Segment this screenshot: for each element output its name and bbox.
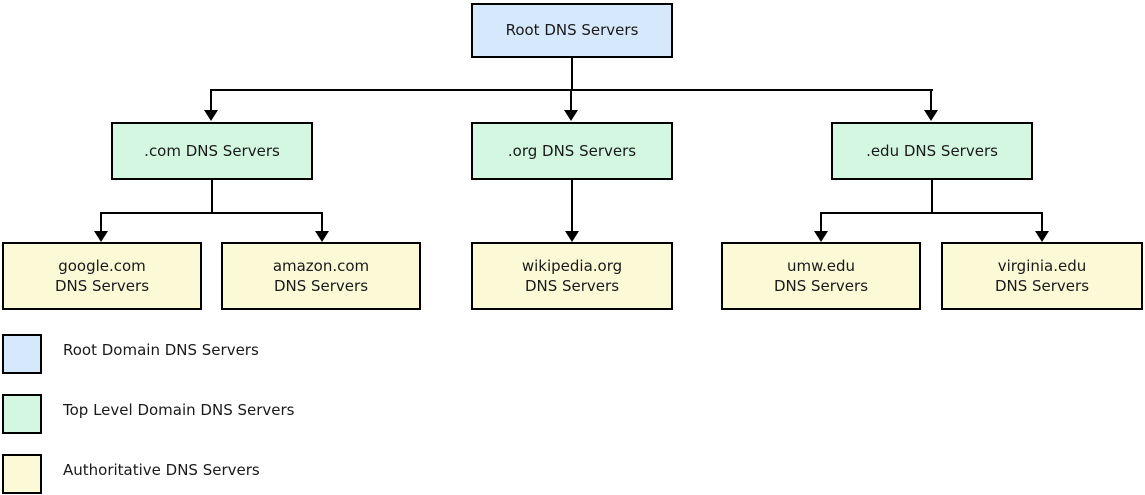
node-google-com-dns-servers[interactable]: google.com DNS Servers [2, 242, 202, 310]
legend-label-authoritative: Authoritative DNS Servers [63, 461, 260, 479]
arrowhead-edu-to-virginia [1035, 231, 1049, 242]
edge-root-stem [571, 58, 573, 89]
legend-swatch-authoritative [2, 454, 42, 494]
edge-edu-stem [931, 180, 933, 213]
edge-root-to-com [210, 89, 212, 111]
edge-root-to-org [570, 89, 572, 111]
edge-com-to-google [100, 212, 102, 232]
edge-root-bus [211, 89, 933, 91]
edge-edu-to-virginia [1041, 212, 1043, 232]
edge-edu-bus [821, 212, 1043, 214]
edge-edu-to-umw [820, 212, 822, 232]
node-virginia-edu-dns-servers[interactable]: virginia.edu DNS Servers [941, 242, 1143, 310]
arrowhead-root-to-edu [924, 110, 938, 121]
node-wikipedia-org-dns-servers[interactable]: wikipedia.org DNS Servers [471, 242, 673, 310]
node-umw-edu-dns-servers[interactable]: umw.edu DNS Servers [721, 242, 921, 310]
legend-label-root: Root Domain DNS Servers [63, 341, 259, 359]
edge-com-to-amazon [321, 212, 323, 232]
edge-org-to-wikipedia [571, 180, 573, 232]
arrowhead-com-to-google [94, 231, 108, 242]
edge-com-stem [211, 180, 213, 213]
arrowhead-com-to-amazon [315, 231, 329, 242]
node-com-dns-servers[interactable]: .com DNS Servers [111, 122, 313, 180]
node-edu-dns-servers[interactable]: .edu DNS Servers [831, 122, 1033, 180]
arrowhead-root-to-com [204, 110, 218, 121]
node-org-dns-servers[interactable]: .org DNS Servers [471, 122, 673, 180]
arrowhead-edu-to-umw [814, 231, 828, 242]
arrowhead-org-to-wikipedia [565, 231, 579, 242]
arrowhead-root-to-org [564, 110, 578, 121]
node-amazon-com-dns-servers[interactable]: amazon.com DNS Servers [221, 242, 421, 310]
legend-swatch-tld [2, 394, 42, 434]
edge-com-bus [101, 212, 323, 214]
edge-root-to-edu [930, 89, 932, 111]
legend-label-tld: Top Level Domain DNS Servers [63, 401, 295, 419]
legend-swatch-root [2, 334, 42, 374]
node-root-dns-servers[interactable]: Root DNS Servers [471, 3, 673, 58]
